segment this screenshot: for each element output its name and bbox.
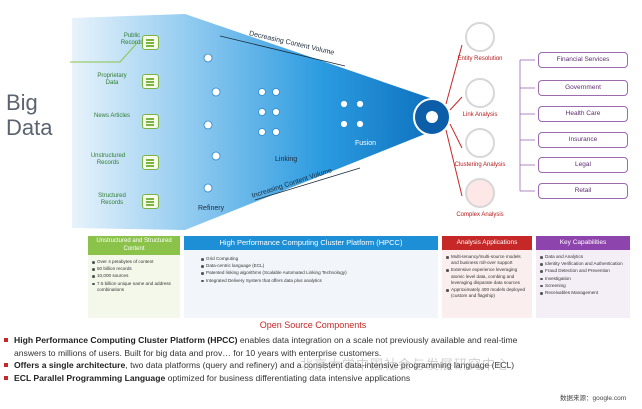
document-icon [142, 35, 159, 50]
capability-item: Receivables Management [539, 290, 627, 296]
watermark: 北京大学中国社会与发展研究中心 [300, 357, 511, 372]
capability-item: Identity Verification and Authentication [539, 261, 627, 267]
analysis-item: Multi-tenancy/multi-source models and bu… [445, 254, 529, 266]
hpcc-item: Patented linking algorithms (Scalable Au… [200, 270, 422, 276]
capability-financial-services: Financial Services [538, 52, 628, 68]
analysis-link-analysis: Link Analysis [462, 112, 498, 118]
analysis-complex-analysis: Complex Analysis [456, 212, 504, 218]
source-label-proprietary-data: Proprietary Data [97, 73, 127, 86]
hpcc-panel-list: Grid Computing Data-centric language (EC… [184, 250, 438, 284]
capability-item: Screening [539, 283, 627, 289]
bullet-item: Offers a single architecture, two data p… [4, 359, 638, 372]
entity-resolution-icon [465, 22, 495, 52]
clustering-analysis-icon [465, 128, 495, 158]
capability-item: Fraud Detection and Prevention [539, 268, 627, 274]
analysis-entity-resolution: Entity Resolution [457, 56, 503, 62]
stage-refinery: Refinery [198, 205, 225, 212]
capability-item: Investigation [539, 276, 627, 282]
source-label-public-records: Public Records [120, 33, 144, 46]
hpcc-item: Data-centric language (ECL) [200, 263, 422, 269]
capability-retail: Retail [538, 183, 628, 199]
source-label-news-articles: News Articles [93, 113, 130, 119]
hpcc-panel: High Performance Computing Cluster Platf… [184, 236, 438, 318]
record-icons [203, 53, 364, 193]
analysis-item: Extensive experience leveraging atomic l… [445, 267, 529, 286]
stage-linking: Linking [275, 156, 298, 163]
hpcc-bar: High Performance Computing Cluster Platf… [184, 236, 438, 250]
bullet-item: High Performance Computing Cluster Platf… [4, 334, 638, 347]
content-panel: Unstructured and Structured Content Over… [88, 236, 180, 318]
bullet-item: answers to millions of users. Built for … [14, 347, 382, 358]
complex-analysis-icon [465, 178, 495, 208]
content-item: 50 billion records [91, 266, 177, 272]
capability-legal: Legal [538, 157, 628, 173]
capability-health-care: Health Care [538, 106, 628, 122]
stage-fusion: Fusion [355, 140, 377, 147]
capabilities-panel-list: Data and Analytics Identity Verification… [536, 250, 630, 301]
capability-insurance: Insurance [538, 132, 628, 148]
database-icon [142, 74, 159, 89]
link-analysis-icon [465, 78, 495, 108]
file-icon [142, 155, 159, 170]
content-panel-list: Over 4 petabytes of content 50 billion r… [88, 255, 180, 298]
hpcc-item: Integrated Delivery System that offers d… [200, 278, 422, 284]
table-icon [142, 194, 159, 209]
content-item: 7.5 billion unique name and address comb… [91, 281, 177, 293]
content-item: Over 4 petabytes of content [91, 259, 177, 265]
capability-connectors [519, 59, 535, 192]
bullet-item: ECL Parallel Programming Language optimi… [4, 372, 638, 385]
source-connectors [70, 41, 139, 63]
capabilities-panel: Key Capabilities Data and Analytics Iden… [536, 236, 630, 318]
source-label-unstructured-records: Unstructured Records [90, 153, 126, 166]
analysis-item: Approximately 400 models deployed (custo… [445, 287, 529, 299]
funnel-shape [72, 14, 430, 230]
hpcc-item: Grid Computing [200, 256, 422, 262]
big-data-title: Big Data [6, 90, 53, 140]
source-label-structured-records: Structured Records [98, 193, 126, 206]
content-panel-title: Unstructured and Structured Content [88, 236, 180, 255]
capabilities-panel-title: Key Capabilities [536, 236, 630, 250]
open-source-label: Open Source Components [259, 320, 367, 330]
source-note: 数据来源：google.com [560, 395, 627, 402]
content-item: 10,000 sources [91, 273, 177, 279]
analysis-clustering-analysis: Clustering Analysis [454, 162, 506, 168]
analysis-panel: Analysis Applications Multi-tenancy/mult… [442, 236, 532, 318]
analysis-panel-title: Analysis Applications [442, 236, 532, 250]
capability-government: Government [538, 80, 628, 96]
analysis-panel-list: Multi-tenancy/multi-source models and bu… [442, 250, 532, 304]
hub-connectors [445, 44, 463, 197]
newspaper-icon [142, 114, 159, 129]
bullet-list: High Performance Computing Cluster Platf… [4, 334, 638, 384]
hub-icon [426, 111, 438, 123]
capability-item: Data and Analytics [539, 254, 627, 260]
